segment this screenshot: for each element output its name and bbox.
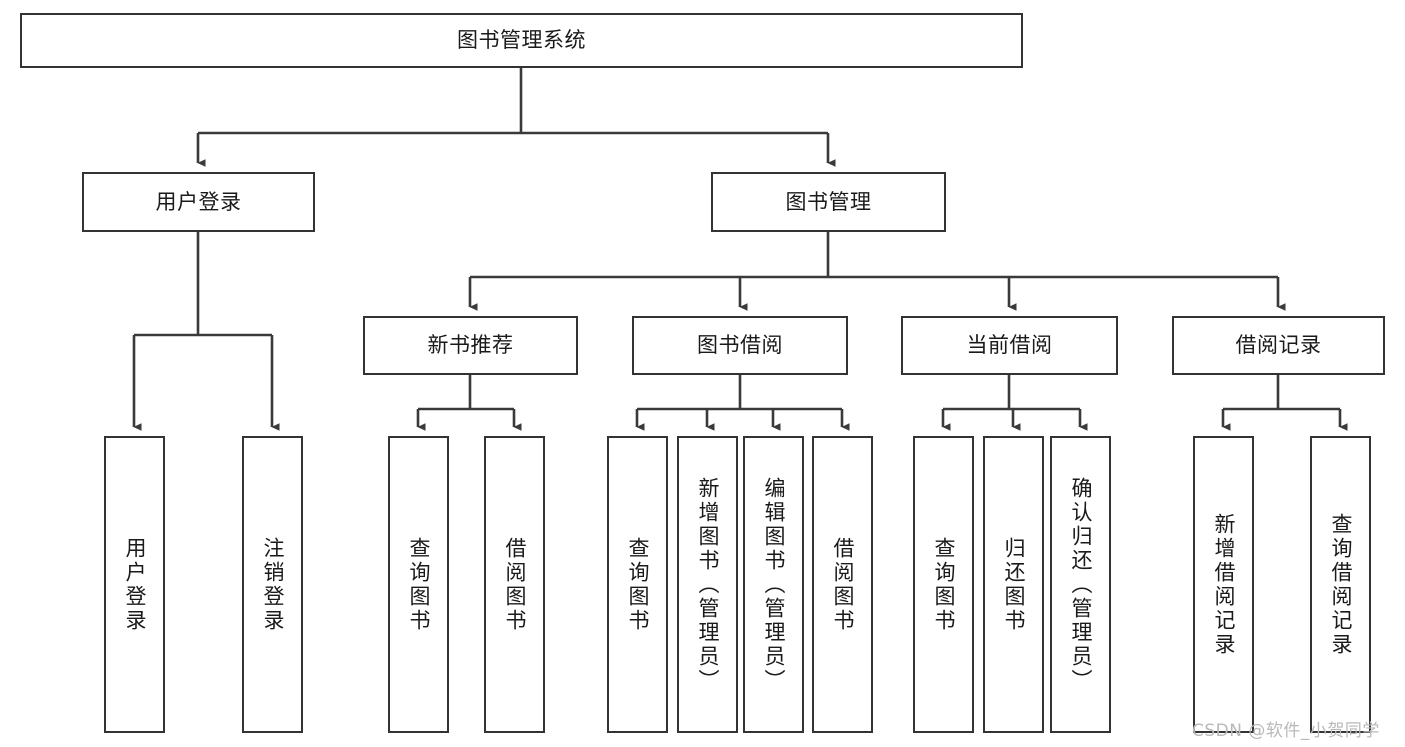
node-leaf1: 用户登录 [104,436,165,733]
node-label: 注销登录 [261,536,285,633]
node-leaf8: 借阅图书 [812,436,873,733]
node-root: 图书管理系统 [20,13,1023,68]
node-label: 图书借阅 [697,333,783,358]
node-borrow: 图书借阅 [632,316,848,375]
node-current: 当前借阅 [901,316,1118,375]
node-label: 借阅记录 [1235,333,1322,358]
node-label: 用户登录 [155,189,242,214]
node-label: 借阅图书 [503,536,527,633]
node-label: 新增图书（管理员） [696,476,720,693]
node-leaf9: 查询图书 [913,436,974,733]
node-label: 查询图书 [407,536,431,633]
node-records: 借阅记录 [1172,316,1385,375]
node-leaf7: 编辑图书（管理员） [743,436,804,733]
node-leaf13: 查询借阅记录 [1310,436,1371,733]
node-label: 新书推荐 [427,333,514,358]
node-label: 图书管理 [785,189,872,214]
node-label: 查询图书 [932,536,956,633]
node-label: 借阅图书 [831,536,855,633]
node-leaf5: 查询图书 [607,436,668,733]
node-label: 归还图书 [1002,536,1026,633]
node-leaf2: 注销登录 [242,436,303,733]
node-label: 查询图书 [626,536,650,633]
node-login: 用户登录 [82,172,315,232]
node-newbook: 新书推荐 [363,316,578,375]
node-bookmgmt: 图书管理 [711,172,946,232]
node-leaf4: 借阅图书 [484,436,545,733]
node-label: 确认归还（管理员） [1069,476,1093,693]
node-label: 图书管理系统 [457,28,586,53]
node-label: 当前借阅 [966,333,1053,358]
node-leaf12: 新增借阅记录 [1193,436,1254,733]
node-label: 编辑图书（管理员） [762,476,786,693]
node-leaf10: 归还图书 [983,436,1044,733]
node-label: 新增借阅记录 [1212,512,1236,657]
node-label: 用户登录 [123,536,147,633]
watermark-text: CSDN @软件_小贺同学 [1192,721,1380,741]
node-leaf3: 查询图书 [388,436,449,733]
node-leaf11: 确认归还（管理员） [1050,436,1111,733]
node-label: 查询借阅记录 [1329,512,1353,657]
node-leaf6: 新增图书（管理员） [677,436,738,733]
